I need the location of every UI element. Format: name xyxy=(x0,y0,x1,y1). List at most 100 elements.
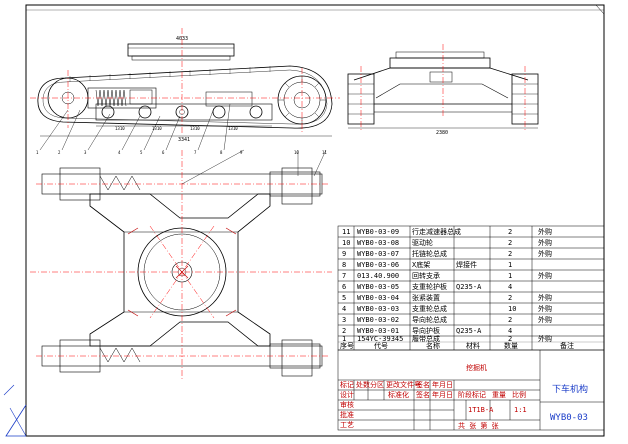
svg-text:行走减速器总成: 行走减速器总成 xyxy=(412,227,461,236)
svg-text:8: 8 xyxy=(342,261,346,269)
leader-lines xyxy=(39,103,327,185)
dim-pitch-2: 1310 xyxy=(152,126,162,131)
bom-row: 4 WYB0-03-03 支重轮总成 10 外购 xyxy=(342,304,552,313)
svg-text:2: 2 xyxy=(508,250,512,258)
revision-header-cells: 标记 处数 分区 更改文件号 签名 年月日 xyxy=(340,380,453,389)
part-balloons: 1 2 3 4 5 6 7 8 9 10 11 xyxy=(36,150,327,155)
svg-text:WYB0-03-08: WYB0-03-08 xyxy=(357,239,399,247)
svg-text:名称: 名称 xyxy=(426,341,440,350)
balloon-2: 2 xyxy=(58,150,61,155)
bom-row: 9 WYB0-03-07 托链轮总成 2 外购 xyxy=(342,249,552,258)
label-date: 年月日 xyxy=(432,390,453,399)
frame-label-plate xyxy=(205,91,253,107)
svg-text:154YC-39345: 154YC-39345 xyxy=(357,335,403,343)
svg-text:导向轮总成: 导向轮总成 xyxy=(412,315,447,324)
svg-text:年月日: 年月日 xyxy=(432,380,453,389)
designer-stamp: 挖掘机 xyxy=(466,363,487,372)
balloon-7: 7 xyxy=(194,150,197,155)
svg-text:2: 2 xyxy=(508,294,512,302)
svg-text:支重轮总成: 支重轮总成 xyxy=(412,304,447,313)
label-process: 工艺 xyxy=(340,421,354,429)
svg-text:10: 10 xyxy=(508,305,516,313)
svg-text:外购: 外购 xyxy=(538,249,552,258)
svg-text:4: 4 xyxy=(508,327,512,335)
bom-row: 1 154YC-39345 履带总成 2 外购 xyxy=(342,334,552,343)
svg-text:7: 7 xyxy=(342,272,346,280)
bom-row: 7 013.40.900 回转支承 1 外购 xyxy=(342,271,552,280)
svg-text:外购: 外购 xyxy=(538,304,552,313)
svg-text:4: 4 xyxy=(342,305,346,313)
label-review: 审核 xyxy=(340,400,354,409)
svg-text:标记: 标记 xyxy=(340,380,354,389)
svg-text:1: 1 xyxy=(342,335,346,343)
label-approve: 批准 xyxy=(340,410,354,419)
svg-text:2: 2 xyxy=(508,335,512,343)
end-view-centerlines xyxy=(360,44,526,130)
svg-text:2: 2 xyxy=(508,316,512,324)
svg-text:4: 4 xyxy=(508,283,512,291)
svg-text:签名: 签名 xyxy=(416,380,430,389)
label-mass: 重量 xyxy=(492,391,506,399)
sheet-count: 共 张 第 张 xyxy=(458,421,499,430)
label-standardization: 标准化 xyxy=(388,390,409,399)
svg-text:WYB0-03-03: WYB0-03-03 xyxy=(357,305,399,313)
svg-text:材料: 材料 xyxy=(466,341,480,350)
side-view-centerlines xyxy=(30,28,340,135)
svg-text:2: 2 xyxy=(508,228,512,236)
x-frame xyxy=(89,193,271,347)
svg-text:备注: 备注 xyxy=(560,341,574,350)
svg-text:3: 3 xyxy=(342,316,346,324)
dim-pitch-3: 1310 xyxy=(190,126,200,131)
svg-text:回转支承: 回转支承 xyxy=(412,271,440,280)
side-view xyxy=(37,43,333,137)
svg-text:2: 2 xyxy=(342,327,346,335)
sheet-border xyxy=(3,4,605,437)
dim-left-overall: 3341 xyxy=(178,137,190,143)
svg-text:WYB0-03-01: WYB0-03-01 xyxy=(357,327,399,335)
code-mark: 1T1B-A xyxy=(468,406,494,414)
svg-text:2: 2 xyxy=(508,239,512,247)
bom-row: 3 WYB0-03-02 导向轮总成 2 外购 xyxy=(342,315,552,324)
plan-view-centerlines xyxy=(30,150,332,380)
svg-text:013.40.900: 013.40.900 xyxy=(357,272,399,280)
svg-text:代号: 代号 xyxy=(374,341,388,350)
label-design: 设计 xyxy=(340,390,354,399)
dim-top-overall: 4033 xyxy=(176,36,188,42)
svg-text:焊接件: 焊接件 xyxy=(456,260,477,269)
svg-text:外购: 外购 xyxy=(538,315,552,324)
svg-text:X底架: X底架 xyxy=(412,260,430,269)
bom-header-row: 序号 代号 名称 材料 数量 备注 xyxy=(340,341,574,350)
plan-view-hatch xyxy=(127,227,237,317)
svg-text:WYB0-03-05: WYB0-03-05 xyxy=(357,283,399,291)
bill-of-materials: 11 WYB0-03-09 行走减速器总成 2 外购 10 WYB0-03-08… xyxy=(337,225,605,351)
svg-text:处数: 处数 xyxy=(356,380,370,389)
turntable-top-plate xyxy=(127,43,235,57)
svg-text:分区: 分区 xyxy=(370,380,384,389)
svg-text:1: 1 xyxy=(508,272,512,280)
svg-text:导向护板: 导向护板 xyxy=(412,326,440,335)
svg-text:WYB0-03-09: WYB0-03-09 xyxy=(357,228,399,236)
balloon-8: 8 xyxy=(220,150,223,155)
svg-text:1: 1 xyxy=(508,261,512,269)
bom-row: 5 WYB0-03-04 张紧装置 2 外购 xyxy=(342,293,552,302)
svg-text:张紧装置: 张紧装置 xyxy=(412,293,440,302)
dim-right-overall: 2380 xyxy=(436,130,448,136)
bom-row: 6 WYB0-03-05 支重轮护板 Q235-A 4 xyxy=(342,282,512,291)
svg-text:外购: 外购 xyxy=(538,293,552,302)
balloon-10: 10 xyxy=(294,150,299,155)
balloon-5: 5 xyxy=(140,150,143,155)
label-scale: 比例 xyxy=(512,390,526,399)
label-signature: 签名 xyxy=(416,390,430,399)
svg-text:WYB0-03-07: WYB0-03-07 xyxy=(357,250,399,258)
svg-text:10: 10 xyxy=(342,239,350,247)
svg-text:序号: 序号 xyxy=(340,341,354,350)
svg-text:更改文件号: 更改文件号 xyxy=(386,380,421,389)
svg-text:WYB0-03-04: WYB0-03-04 xyxy=(357,294,399,302)
title-block: 挖掘机 标记 处数 分区 更改文件号 签名 年月日 设计 标准化 签名 年月日 … xyxy=(337,349,605,431)
dim-pitch-1: 1310 xyxy=(115,126,125,131)
svg-text:11: 11 xyxy=(342,228,350,236)
balloon-9: 9 xyxy=(240,150,243,155)
svg-text:外购: 外购 xyxy=(538,334,552,343)
balloon-3: 3 xyxy=(84,150,87,155)
